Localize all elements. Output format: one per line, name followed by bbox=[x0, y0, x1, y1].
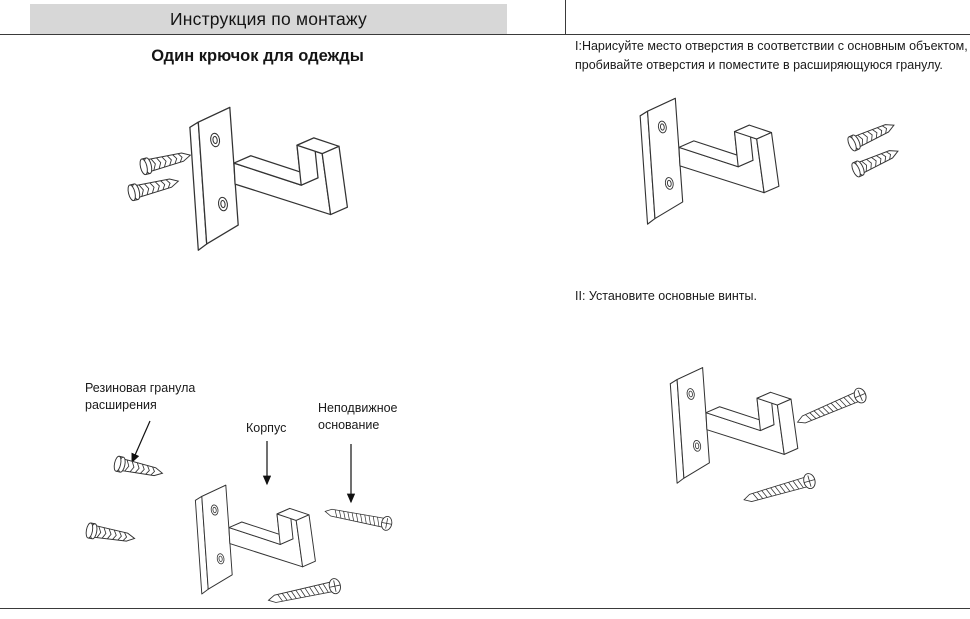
label-arrow-body bbox=[262, 441, 272, 486]
screw-icon bbox=[322, 503, 396, 532]
product-title: Один крючок для одежды bbox=[151, 47, 364, 65]
header-divider bbox=[565, 0, 566, 34]
step2-instruction: II: Установите основные винты. bbox=[575, 289, 757, 303]
bottom-rule bbox=[0, 608, 970, 609]
step1-instruction: I:Нарисуйте место отверстия в соответств… bbox=[575, 39, 968, 72]
header-title-bar: Инструкция по монтажу bbox=[30, 4, 507, 34]
wall-plug-icon bbox=[83, 519, 142, 549]
top-rule bbox=[0, 34, 970, 35]
label-arrow-base bbox=[346, 444, 356, 504]
hook-drawing-step1 bbox=[605, 90, 790, 238]
header-title: Инструкция по монтажу bbox=[170, 8, 367, 29]
part-label-expansion-plug: Резиновая гранула расширения bbox=[85, 381, 196, 412]
label-arrow-plug bbox=[131, 420, 151, 464]
part-label-body: Корпус bbox=[246, 421, 287, 435]
wall-plug-icon bbox=[110, 452, 169, 484]
part-label-fixed-base: Неподвижное основание bbox=[318, 401, 398, 432]
hook-drawing-step2 bbox=[638, 360, 808, 496]
